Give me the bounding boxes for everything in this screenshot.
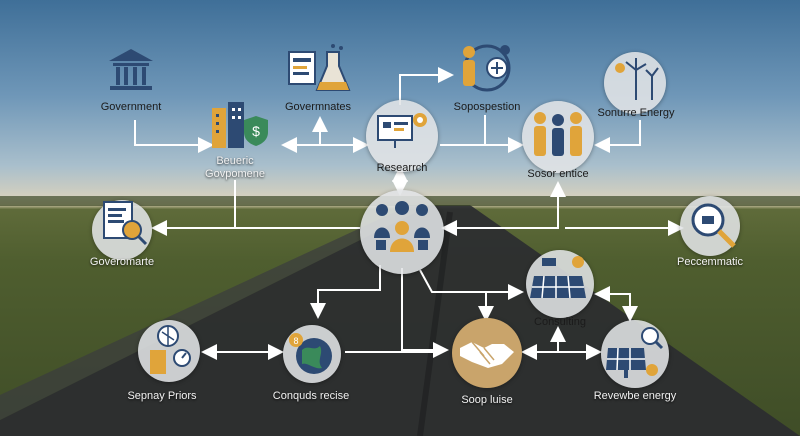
solar-search-icon — [606, 327, 664, 378]
node-label-beueric: Beueric Govpomene — [205, 155, 265, 180]
handshake-icon — [460, 341, 514, 368]
node-label-government: Government — [100, 101, 162, 113]
node-label-peccemmatic: Peccemmatic — [676, 256, 744, 268]
arrow-center-conquds — [310, 265, 381, 319]
svg-text:8: 8 — [293, 336, 298, 346]
document-search-icon — [103, 201, 148, 246]
team-people-icon — [534, 112, 582, 156]
svg-text:$: $ — [252, 123, 260, 139]
city-shield-icon: $ — [212, 102, 268, 148]
node-label-sopospestion: Sopospestion — [453, 101, 521, 113]
arrow-consulting-revewbe — [594, 286, 638, 322]
node-label-sepnay-priors: Sepnay Priors — [127, 390, 197, 402]
node-label-sonurre-energy: Sonurre Energy — [597, 107, 675, 119]
arrow-government-beueric — [134, 120, 214, 153]
researcher-gear-icon — [463, 44, 511, 92]
node-label-soop-luise: Soop luise — [461, 394, 513, 406]
arrow-center-sosor — [441, 181, 566, 236]
wind-turbine-icon — [615, 58, 659, 100]
group-people-icon — [374, 201, 430, 252]
solar-panel-icon — [530, 256, 586, 299]
earth-coin-icon: 8 — [289, 333, 332, 374]
arrow-center-consulting — [419, 269, 524, 300]
node-label-consulting: Consulting — [534, 316, 586, 328]
magnifier-analysis-icon — [691, 203, 736, 248]
arrow-sonurre-sosor — [594, 120, 641, 153]
documents-flask-icon — [288, 44, 351, 91]
government-building-icon — [109, 49, 153, 90]
globe-gauge-icon — [150, 325, 191, 374]
node-label-revewbe-energy: Revewbe energy — [593, 390, 677, 402]
node-label-sosor-entice: Sosor entice — [527, 168, 589, 180]
node-label-research: Researrch — [376, 162, 428, 174]
node-label-goveromarte: Goveromarte — [89, 256, 155, 268]
node-label-conquds-recise: Conquds recise — [272, 390, 350, 402]
presentation-board-icon — [377, 113, 427, 148]
arrow-center-soop — [401, 268, 449, 358]
arrow-research-sopospestion — [399, 67, 454, 105]
node-label-governmates: Govermnates — [284, 101, 352, 113]
